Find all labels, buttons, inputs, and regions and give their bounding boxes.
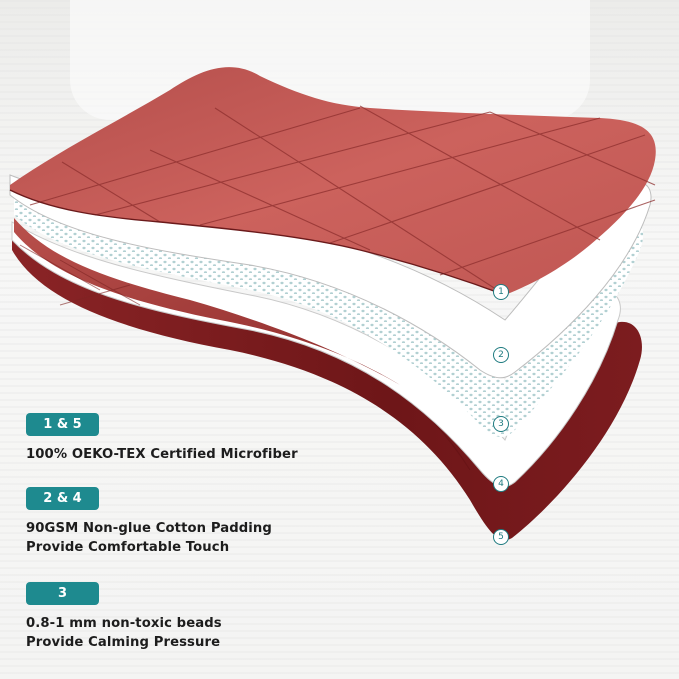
legend-item-1-5: 1 & 5 100% OEKO-TEX Certified Microfiber [26, 413, 298, 464]
quilting-stitches [29, 105, 656, 296]
callout-3: 3 [493, 416, 509, 432]
layer-description: 90GSM Non-glue Cotton Padding Provide Co… [26, 519, 272, 557]
legend-item-2-4: 2 & 4 90GSM Non-glue Cotton Padding Prov… [26, 487, 272, 557]
callout-2: 2 [493, 347, 509, 363]
layer-badge: 3 [26, 582, 99, 605]
callout-5: 5 [493, 529, 509, 545]
layer-badge: 1 & 5 [26, 413, 99, 436]
callout-4: 4 [493, 476, 509, 492]
description-line: Provide Comfortable Touch [26, 540, 230, 555]
layer-description: 0.8-1 mm non-toxic beads Provide Calming… [26, 614, 222, 652]
description-line: 100% OEKO-TEX Certified Microfiber [26, 447, 298, 462]
description-line: Provide Calming Pressure [26, 635, 221, 650]
lower-shell-band [14, 218, 400, 385]
description-line: 0.8-1 mm non-toxic beads [26, 616, 222, 631]
layer-description: 100% OEKO-TEX Certified Microfiber [26, 445, 298, 464]
callout-1: 1 [493, 284, 509, 300]
layer-4-padding [11, 221, 621, 487]
description-line: 90GSM Non-glue Cotton Padding [26, 521, 272, 536]
layer-1-top-shell [9, 67, 656, 296]
layer-badge: 2 & 4 [26, 487, 99, 510]
legend-item-3: 3 0.8-1 mm non-toxic beads Provide Calmi… [26, 582, 222, 652]
